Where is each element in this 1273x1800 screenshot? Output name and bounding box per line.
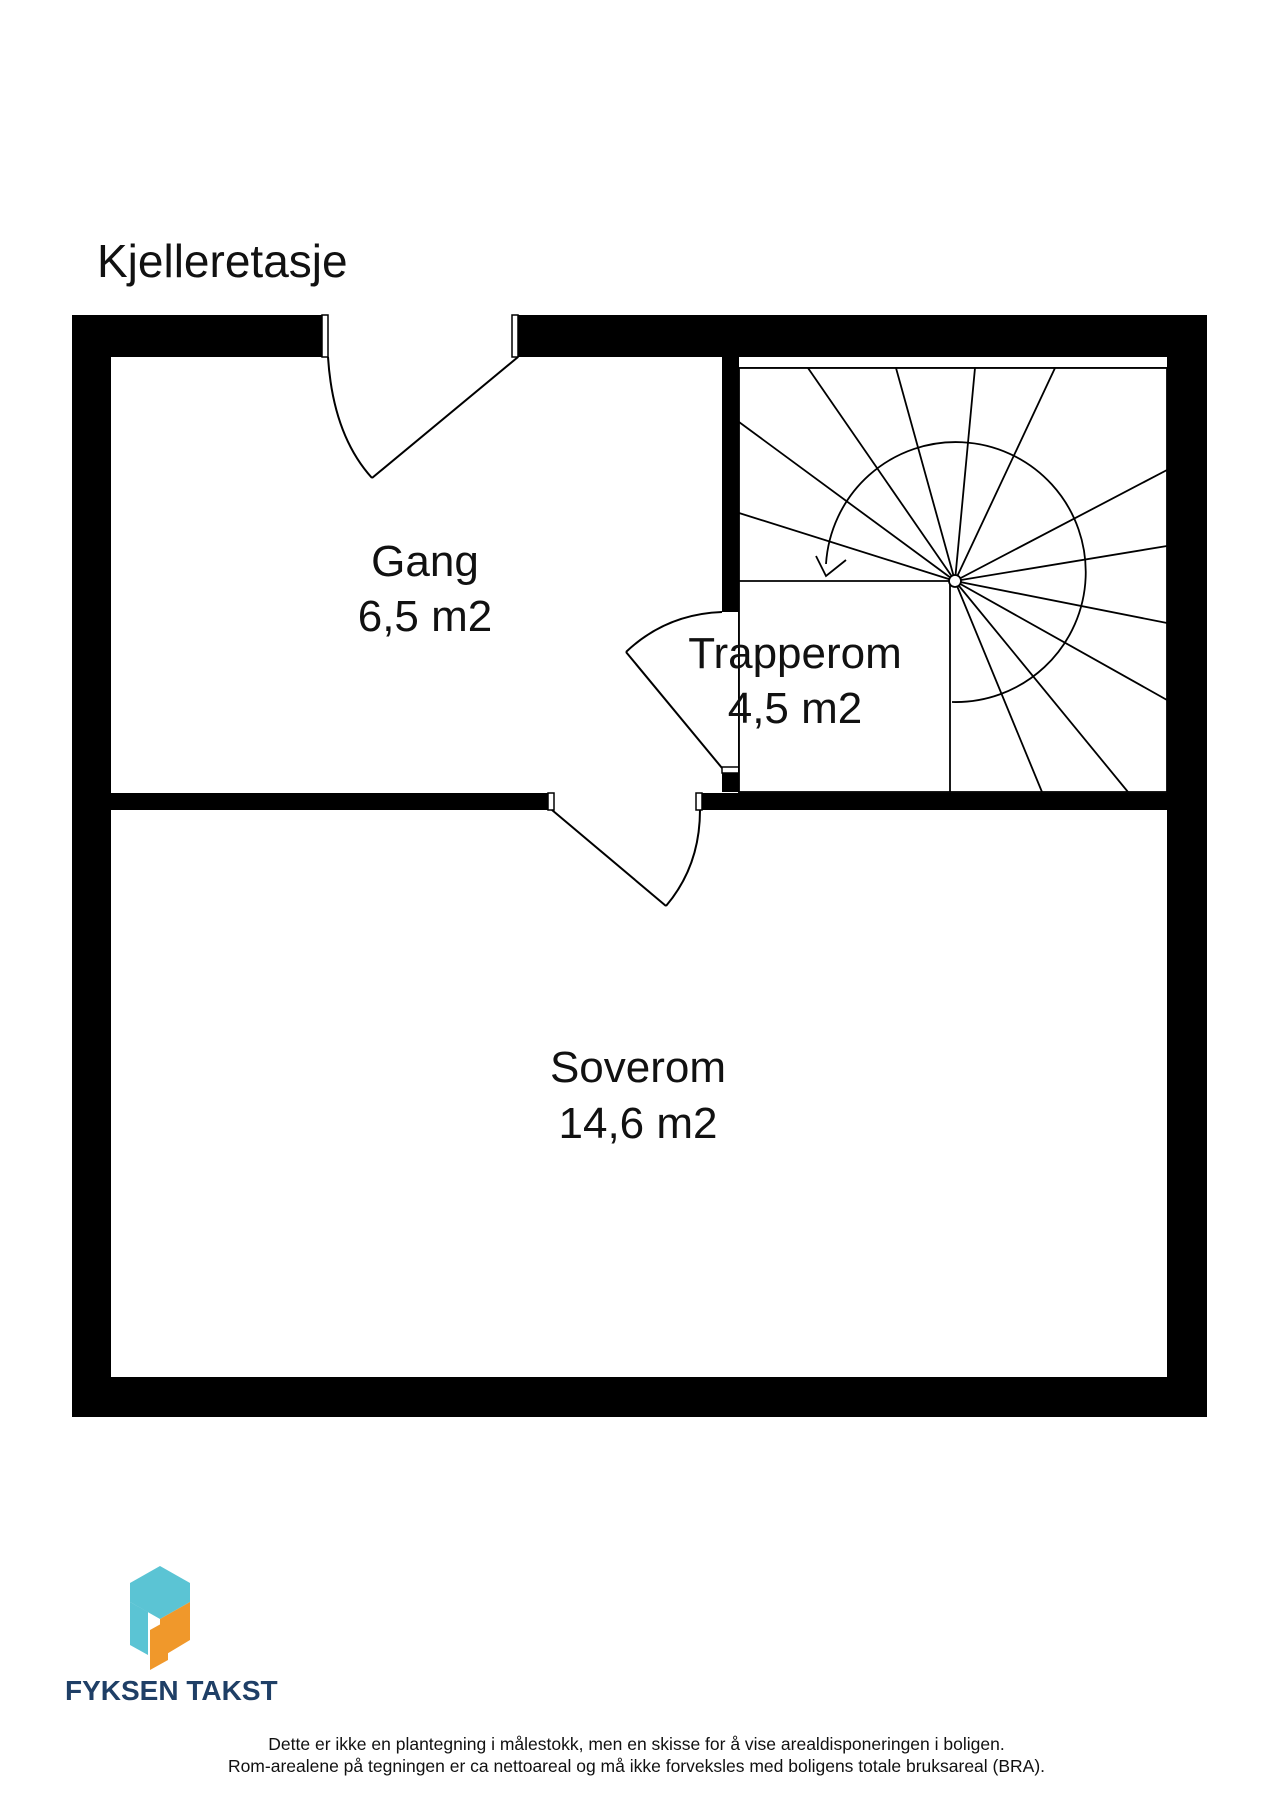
room-gang-name: Gang [371,537,479,586]
room-trapperom-area: 4,5 m2 [728,684,863,733]
room-gang: Gang 6,5 m2 [358,537,493,641]
door-jambs [321,314,740,811]
brand-name: FYKSEN TAKST [65,1675,278,1706]
brand-logo: FYKSEN TAKST [65,1566,278,1706]
room-soverom: Soverom 14,6 m2 [550,1043,726,1148]
interior-walls [111,357,1167,810]
staircase [738,367,1168,793]
room-gang-area: 6,5 m2 [358,592,493,641]
logo-orange-lower-icon [150,1620,168,1670]
outer-walls [72,315,1207,1417]
room-soverom-area: 14,6 m2 [559,1099,718,1148]
room-trapperom: Trapperom 4,5 m2 [688,629,902,733]
room-soverom-name: Soverom [550,1043,726,1092]
floor-title: Kjelleretasje [97,235,348,287]
disclaimer-line-1: Dette er ikke en plantegning i målestokk… [268,1734,1005,1754]
room-trapperom-name: Trapperom [688,629,902,678]
logo-teal-cube-icon [130,1566,190,1619]
door-swings [327,356,723,907]
logo-teal-side-icon [130,1602,148,1655]
disclaimer-line-2: Rom-arealene på tegningen er ca nettoare… [227,1756,1046,1776]
